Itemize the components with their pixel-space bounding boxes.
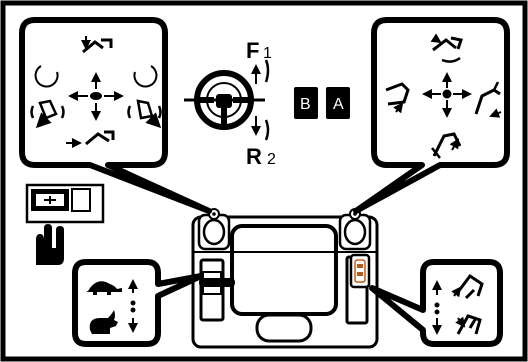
shift-forward-number: 1 xyxy=(263,45,272,62)
shift-forward-letter: F xyxy=(246,38,259,63)
mode-a-label: A xyxy=(333,96,344,113)
left-joystick xyxy=(199,209,229,249)
right-joystick xyxy=(340,209,370,249)
console-switch xyxy=(351,255,369,287)
safety-lever-icon xyxy=(27,185,103,222)
shift-reverse-number: 2 xyxy=(267,151,276,168)
mode-b-label: B xyxy=(300,96,311,113)
shift-reverse-letter: R xyxy=(246,144,262,169)
